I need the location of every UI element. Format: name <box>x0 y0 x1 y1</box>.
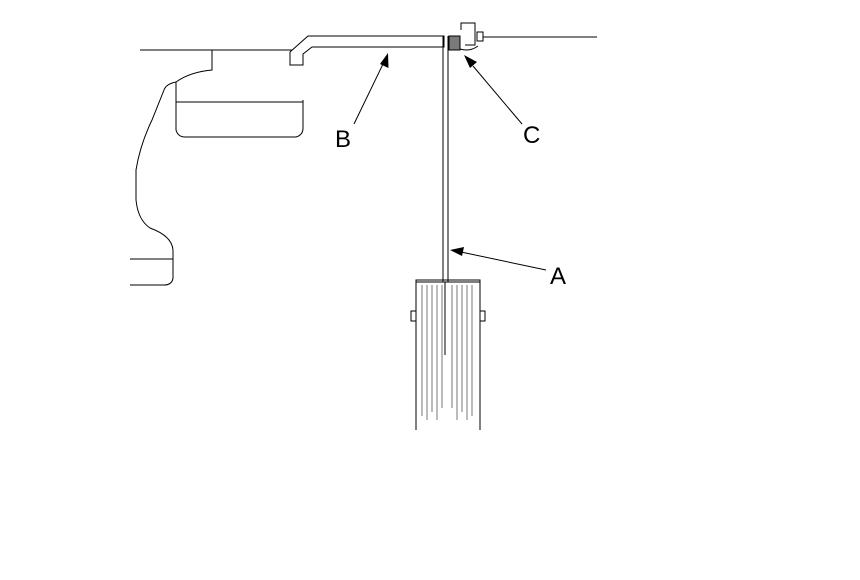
label-c: C <box>523 122 540 149</box>
label-b: B <box>335 126 351 153</box>
arrowhead-b <box>380 53 389 68</box>
clip-c-body <box>448 35 461 51</box>
arrowhead-c <box>464 55 477 68</box>
label-a: A <box>550 263 566 290</box>
rod-a <box>442 36 449 282</box>
bracket-b <box>289 35 445 66</box>
housing-outline <box>130 49 304 286</box>
pedal-pad <box>410 279 486 430</box>
arrowhead-a <box>450 247 464 256</box>
clip-c <box>448 22 597 51</box>
leader-arrows <box>353 53 547 271</box>
